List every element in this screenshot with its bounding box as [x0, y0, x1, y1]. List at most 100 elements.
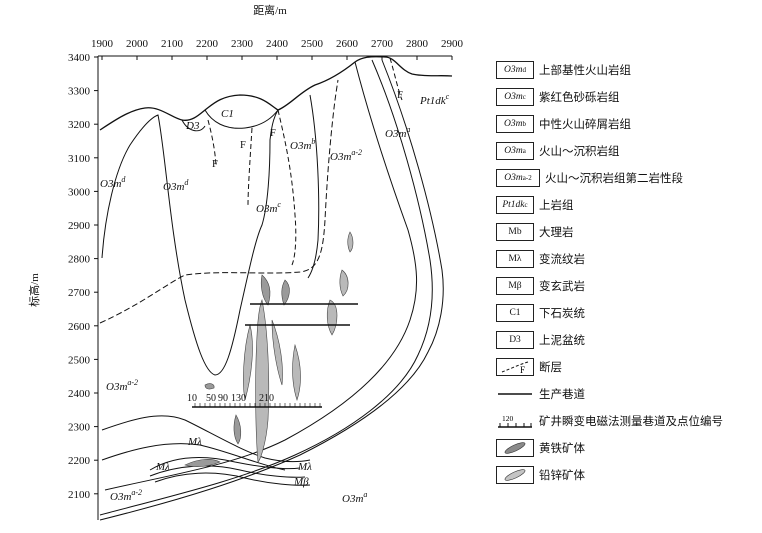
unit-label-o3ma: O3ma — [385, 125, 410, 140]
legend-symbol-sup: a-2 — [522, 173, 532, 182]
legend-symbol-text: O3m — [504, 145, 523, 156]
legend-label: 生产巷道 — [539, 386, 585, 401]
o3ma2-band-upper — [101, 415, 311, 463]
legend-label: 中性火山碎屑岩组 — [539, 116, 631, 131]
legend-symbol — [496, 385, 534, 403]
unit-label-o3ma2: O3ma-2 — [330, 148, 362, 163]
legend-symbol-sup: a — [522, 146, 526, 155]
c1-boundary — [204, 109, 279, 129]
fault-line — [389, 57, 403, 101]
tunnel-symbol-icon — [498, 392, 532, 395]
legend-symbol-sup: d — [522, 65, 526, 74]
lead-zinc-ore-body — [347, 231, 354, 253]
unit-label-d3: D3 — [185, 120, 200, 132]
y-tick-label: 2200 — [68, 455, 91, 467]
legend-label: 火山～沉积岩组第二岩性段 — [545, 170, 683, 185]
legend-label: 火山～沉积岩组 — [539, 143, 620, 158]
y-tick-label: 2500 — [68, 354, 91, 366]
y-tick-label: 3200 — [68, 119, 91, 131]
legend-symbol-text: O3m — [504, 172, 523, 183]
fault-label: F — [212, 159, 218, 170]
legend-symbol-text: O3m — [504, 64, 523, 75]
x-tick-label: 2200 — [196, 38, 219, 50]
survey-point-label: 50 — [206, 393, 216, 404]
y-tick-label: 3300 — [68, 86, 91, 98]
svg-text:120: 120 — [502, 414, 514, 423]
legend-symbol: Mβ — [496, 276, 534, 295]
unit-label-o3md: O3md — [100, 175, 126, 190]
pyrite-ore-body — [233, 414, 242, 445]
legend-symbol-text: Mλ — [508, 253, 522, 264]
d3-boundary — [181, 119, 206, 132]
m-beta-lens — [154, 472, 311, 486]
x-tick-label: 2500 — [301, 38, 324, 50]
y-tick-label: 3100 — [68, 153, 91, 165]
legend-label: 变流纹岩 — [539, 251, 585, 266]
x-tick-label: 2000 — [126, 38, 149, 50]
legend-label: 大理岩 — [539, 224, 574, 239]
o3mb-dashed-boundary — [99, 79, 339, 324]
m-lambda-lens — [149, 465, 306, 478]
unit-label-o3ma: O3ma — [342, 490, 367, 505]
y-tick-label: 2800 — [68, 254, 91, 266]
y-tick-label: 2400 — [68, 388, 91, 400]
survey-point-label: 90 — [218, 393, 228, 404]
pyrite-ore-body — [281, 279, 290, 306]
y-tick-label: 2700 — [68, 287, 91, 299]
legend-symbol: Mb — [496, 222, 534, 241]
x-axis-label: 距离/m — [253, 3, 287, 17]
y-tick-label: 2900 — [68, 220, 91, 232]
unit-label-o3mc: O3mc — [256, 200, 281, 215]
legend-symbol-sup: b — [522, 119, 526, 128]
o3md-o3mc-boundary — [101, 109, 279, 376]
lead-zinc-ore-icon — [504, 468, 526, 481]
legend-item: 黄铁矿体 — [496, 434, 758, 461]
legend-symbol: 120 — [496, 412, 534, 430]
lead-zinc-ore-body — [243, 323, 253, 401]
y-tick-label: 3000 — [68, 186, 91, 198]
fault-label: F — [397, 90, 403, 101]
rock-label-m-lambda: Mλ — [297, 461, 312, 473]
y-tick-label: 3400 — [68, 52, 91, 64]
pyrite-ore-body — [184, 459, 221, 467]
legend-symbol — [496, 438, 534, 457]
legend-symbol: C1 — [496, 303, 534, 322]
legend-symbol-sup: c — [522, 92, 526, 101]
fault-line — [277, 109, 297, 266]
legend-symbol: Mλ — [496, 249, 534, 268]
y-tick-label: 2300 — [68, 422, 91, 434]
survey-point-label: 10 — [187, 393, 197, 404]
ore-bodies — [184, 231, 354, 467]
unit-label-pt1dkc: Pt1dkc — [419, 92, 450, 107]
legend-label: 上岩组 — [539, 197, 574, 212]
x-tick-label: 1900 — [91, 38, 114, 50]
legend-item: Mb 大理岩 — [496, 218, 758, 245]
y-tick-label: 2600 — [68, 321, 91, 333]
legend-label: 断层 — [539, 359, 562, 374]
unit-label-o3ma2: O3ma-2 — [106, 378, 138, 393]
legend-item: Mλ 变流纹岩 — [496, 245, 758, 272]
lead-zinc-ore-body — [326, 299, 338, 336]
legend-symbol-sup: c — [524, 200, 528, 209]
o3ma2-o3ma-boundary — [104, 61, 417, 491]
legend-item: 铅锌矿体 — [496, 461, 758, 488]
pyrite-ore-body — [204, 383, 215, 390]
rock-label-m-lambda: Mλ — [155, 461, 170, 473]
lead-zinc-ore-body — [255, 298, 270, 463]
unit-label-o3mb: O3mb — [290, 137, 315, 152]
fault-label: F — [240, 140, 246, 151]
